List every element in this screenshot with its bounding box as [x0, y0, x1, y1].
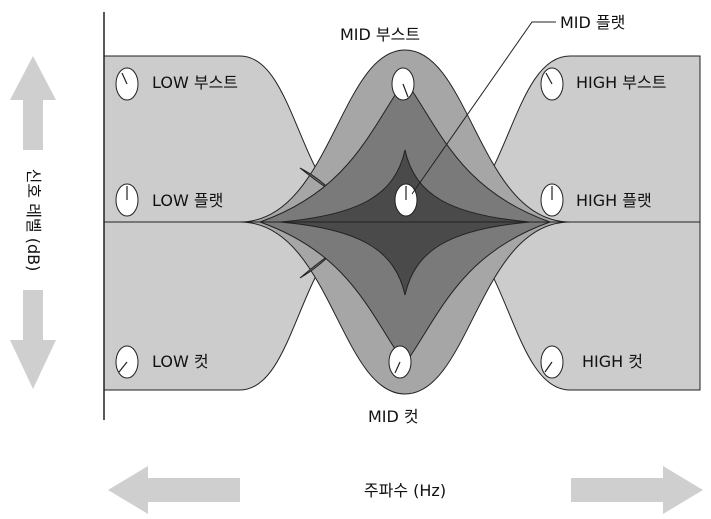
left-arrow-icon [108, 466, 240, 514]
down-arrow-icon [10, 290, 56, 389]
knob-mid-flat [394, 183, 418, 217]
knob-high-boost [540, 67, 564, 101]
up-arrow-icon [10, 56, 56, 150]
label-low-cut: LOW 컷 [152, 352, 209, 371]
knob-low-flat [115, 183, 139, 217]
y-axis-label: 신호 레벨 (dB) [24, 169, 43, 272]
label-low-flat: LOW 플랫 [152, 191, 223, 210]
knob-high-flat [540, 183, 564, 217]
label-high-flat: HIGH 플랫 [576, 191, 652, 210]
label-low-boost: LOW 부스트 [152, 73, 238, 92]
label-high-boost: HIGH 부스트 [576, 73, 666, 92]
x-axis-label: 주파수 (Hz) [364, 481, 446, 500]
right-arrow-icon [571, 466, 703, 514]
knob-low-cut [115, 345, 139, 379]
label-mid-boost: MID 부스트 [340, 25, 420, 44]
label-high-cut: HIGH 컷 [582, 352, 643, 371]
knob-mid-cut [388, 345, 412, 379]
label-mid-flat: MID 플랫 [560, 13, 625, 32]
label-mid-cut: MID 컷 [368, 407, 419, 426]
knob-high-cut [540, 345, 564, 379]
mid-flat-leader-line [411, 21, 556, 195]
knob-mid-boost [391, 67, 415, 101]
knob-low-boost [115, 67, 139, 101]
